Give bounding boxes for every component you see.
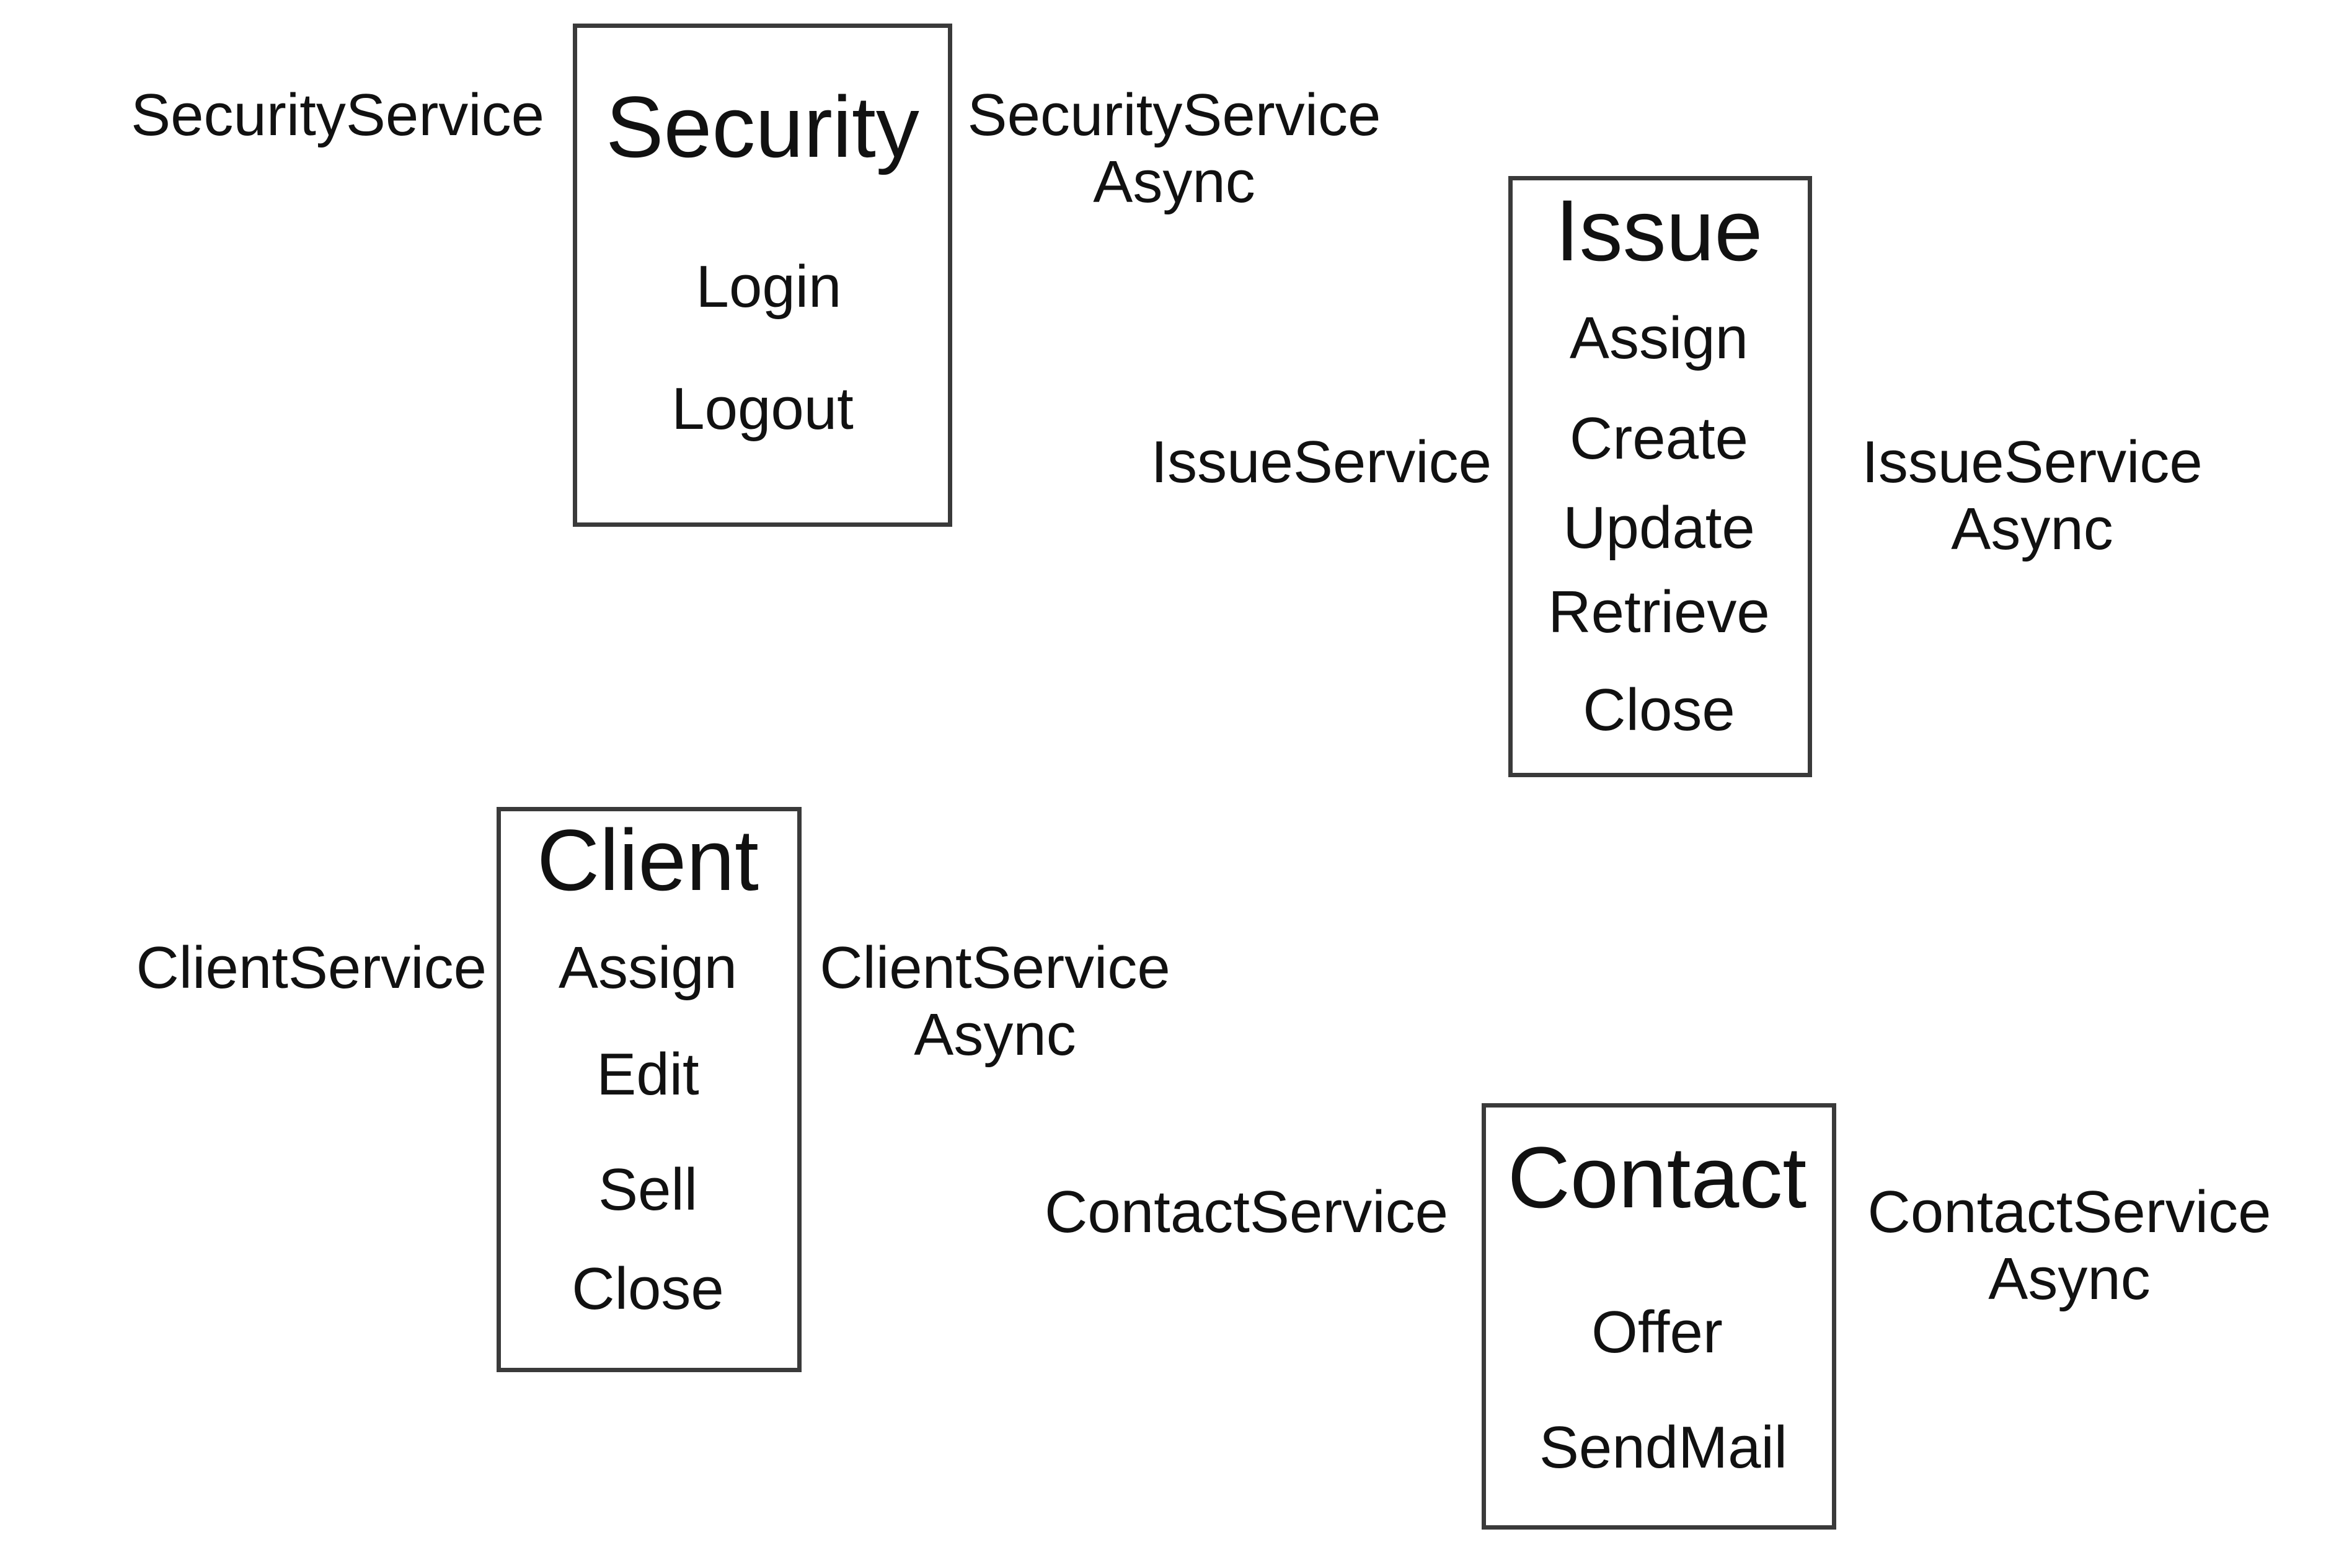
security-async-label-line-1: SecurityService bbox=[967, 82, 1381, 148]
issue-op-close: Close bbox=[1583, 677, 1735, 743]
contact-sync-label: ContactService bbox=[1045, 1179, 1448, 1246]
client-sync-label-text: ClientService bbox=[136, 935, 487, 1001]
issue-op-create: Create bbox=[1569, 405, 1749, 472]
issue-sync-label: IssueService bbox=[1151, 429, 1492, 496]
client-title: Client bbox=[537, 811, 759, 909]
security-sync-label-text: SecurityService bbox=[131, 82, 544, 148]
issue-async-label-line-2: Async bbox=[1951, 496, 2113, 562]
issue-service-box bbox=[1508, 176, 1812, 777]
client-sync-label: ClientService bbox=[136, 935, 487, 1002]
issue-async-label: IssueService Async bbox=[1862, 429, 2203, 563]
client-op-close: Close bbox=[572, 1256, 724, 1322]
security-op-login: Login bbox=[696, 253, 842, 320]
contact-async-label: ContactService Async bbox=[1868, 1179, 2271, 1313]
client-op-sell: Sell bbox=[598, 1156, 698, 1223]
issue-op-update: Update bbox=[1563, 495, 1755, 561]
contact-sync-label-text: ContactService bbox=[1045, 1179, 1448, 1245]
issue-op-assign: Assign bbox=[1569, 305, 1749, 371]
client-op-assign: Assign bbox=[558, 935, 738, 1001]
client-async-label-line-2: Async bbox=[914, 1002, 1076, 1068]
client-async-label: ClientService Async bbox=[820, 935, 1170, 1068]
issue-op-retrieve: Retrieve bbox=[1548, 579, 1770, 645]
client-async-label-line-1: ClientService bbox=[820, 935, 1170, 1001]
security-sync-label: SecurityService bbox=[131, 82, 544, 149]
security-async-label: SecurityService Async bbox=[968, 82, 1381, 216]
security-op-logout: Logout bbox=[671, 376, 854, 442]
issue-sync-label-text: IssueService bbox=[1151, 429, 1492, 495]
contact-op-sendmail: SendMail bbox=[1539, 1414, 1788, 1481]
contact-async-label-line-1: ContactService bbox=[1867, 1179, 2271, 1245]
issue-async-label-line-1: IssueService bbox=[1862, 429, 2203, 495]
contact-service-box bbox=[1482, 1103, 1836, 1530]
client-service-box bbox=[497, 807, 802, 1372]
contact-title: Contact bbox=[1507, 1129, 1807, 1226]
contact-op-offer: Offer bbox=[1591, 1299, 1723, 1365]
security-title: Security bbox=[606, 78, 919, 175]
security-async-label-line-2: Async bbox=[1093, 149, 1255, 215]
contact-async-label-line-2: Async bbox=[1988, 1246, 2151, 1312]
security-service-box bbox=[573, 24, 952, 527]
client-op-edit: Edit bbox=[596, 1041, 699, 1108]
issue-title: Issue bbox=[1555, 182, 1763, 279]
